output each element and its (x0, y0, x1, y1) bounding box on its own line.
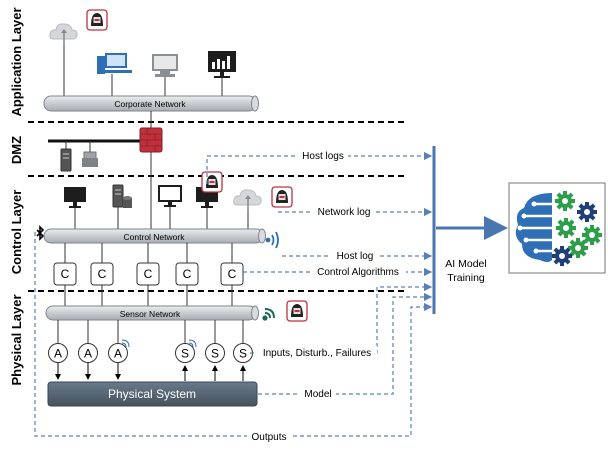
sensor-label: S (239, 347, 247, 361)
server-icon (60, 148, 72, 172)
control-layer-label: Control Layer (9, 190, 24, 275)
field-drops (57, 320, 244, 343)
outputs-label: Outputs (251, 432, 286, 443)
flow-labels: Host logs Network log Host log Control A… (247, 149, 406, 443)
workstation-icon (97, 53, 132, 74)
controller-label: C (228, 267, 237, 281)
desktop-icon (152, 54, 178, 77)
server-icon (112, 184, 124, 208)
sensor: S (233, 343, 253, 363)
control-algorithms-label: Control Algorithms (317, 267, 399, 278)
monitor-icon (158, 185, 182, 207)
bluetooth-icon (36, 225, 45, 241)
controller-box: C (175, 262, 199, 286)
control-drops (74, 207, 249, 229)
sensor-label: S (211, 347, 219, 361)
corporate-drops (63, 45, 223, 96)
network-log-label: Network log (318, 207, 371, 218)
server-icon (82, 151, 98, 167)
host-logs-label: Host logs (302, 151, 344, 162)
actuator-label: A (54, 347, 62, 361)
corporate-network: Corporate Network (43, 95, 259, 112)
host-log-label: Host log (337, 251, 374, 262)
sensor: S (175, 343, 195, 363)
cloud-icon (49, 23, 78, 46)
wifi-icon (265, 231, 279, 249)
physical-layer-label: Physical Layer (9, 294, 24, 385)
dmz-layer-label: DMZ (9, 136, 24, 164)
cloud-icon (233, 189, 262, 212)
controller-box: C (220, 262, 244, 286)
actuator: A (108, 343, 128, 363)
ai-model-label-line1: AI Model (445, 258, 486, 270)
actuator-label: A (114, 347, 122, 361)
controller-label: C (183, 267, 192, 281)
hacker-icon (271, 186, 293, 208)
sensor-label: S (181, 347, 189, 361)
actuator: A (48, 343, 68, 363)
controllers: C C C C C (53, 243, 244, 306)
controller-label: C (98, 267, 107, 281)
actuator: A (78, 343, 98, 363)
inputs-disturb-failures-label: Inputs, Disturb., Failures (263, 348, 371, 359)
actuator-label: A (84, 347, 92, 361)
sensor-network-label: Sensor Network (120, 309, 181, 319)
firewall-icon (139, 127, 163, 153)
controller-label: C (61, 267, 70, 281)
controller-label: C (144, 267, 153, 281)
physical-arrows (55, 363, 246, 381)
control-network-label: Control Network (124, 232, 186, 242)
sensor: S (205, 343, 225, 363)
controller-box: C (136, 262, 160, 286)
monitor-icon (64, 187, 86, 208)
model-label: Model (304, 389, 331, 400)
hacker-icon (86, 9, 108, 31)
database-icon (123, 196, 132, 208)
controller-box: C (90, 262, 114, 286)
ai-model-label-line2: Training (447, 272, 485, 284)
hacker-icon (286, 300, 308, 322)
ai-brain-icon (508, 182, 606, 274)
wifi-icon (262, 308, 275, 321)
sensor-network: Sensor Network (45, 305, 259, 321)
application-layer-label: Application Layer (9, 7, 24, 116)
corporate-network-label: Corporate Network (114, 99, 186, 109)
control-network: Control Network (43, 228, 266, 244)
controller-box: C (53, 262, 77, 286)
hacker-icon (201, 171, 223, 193)
analytics-icon (208, 51, 236, 78)
physical-system-label: Physical System (108, 387, 196, 401)
physical-system: Physical System (47, 381, 258, 407)
wifi-icon (121, 339, 197, 348)
